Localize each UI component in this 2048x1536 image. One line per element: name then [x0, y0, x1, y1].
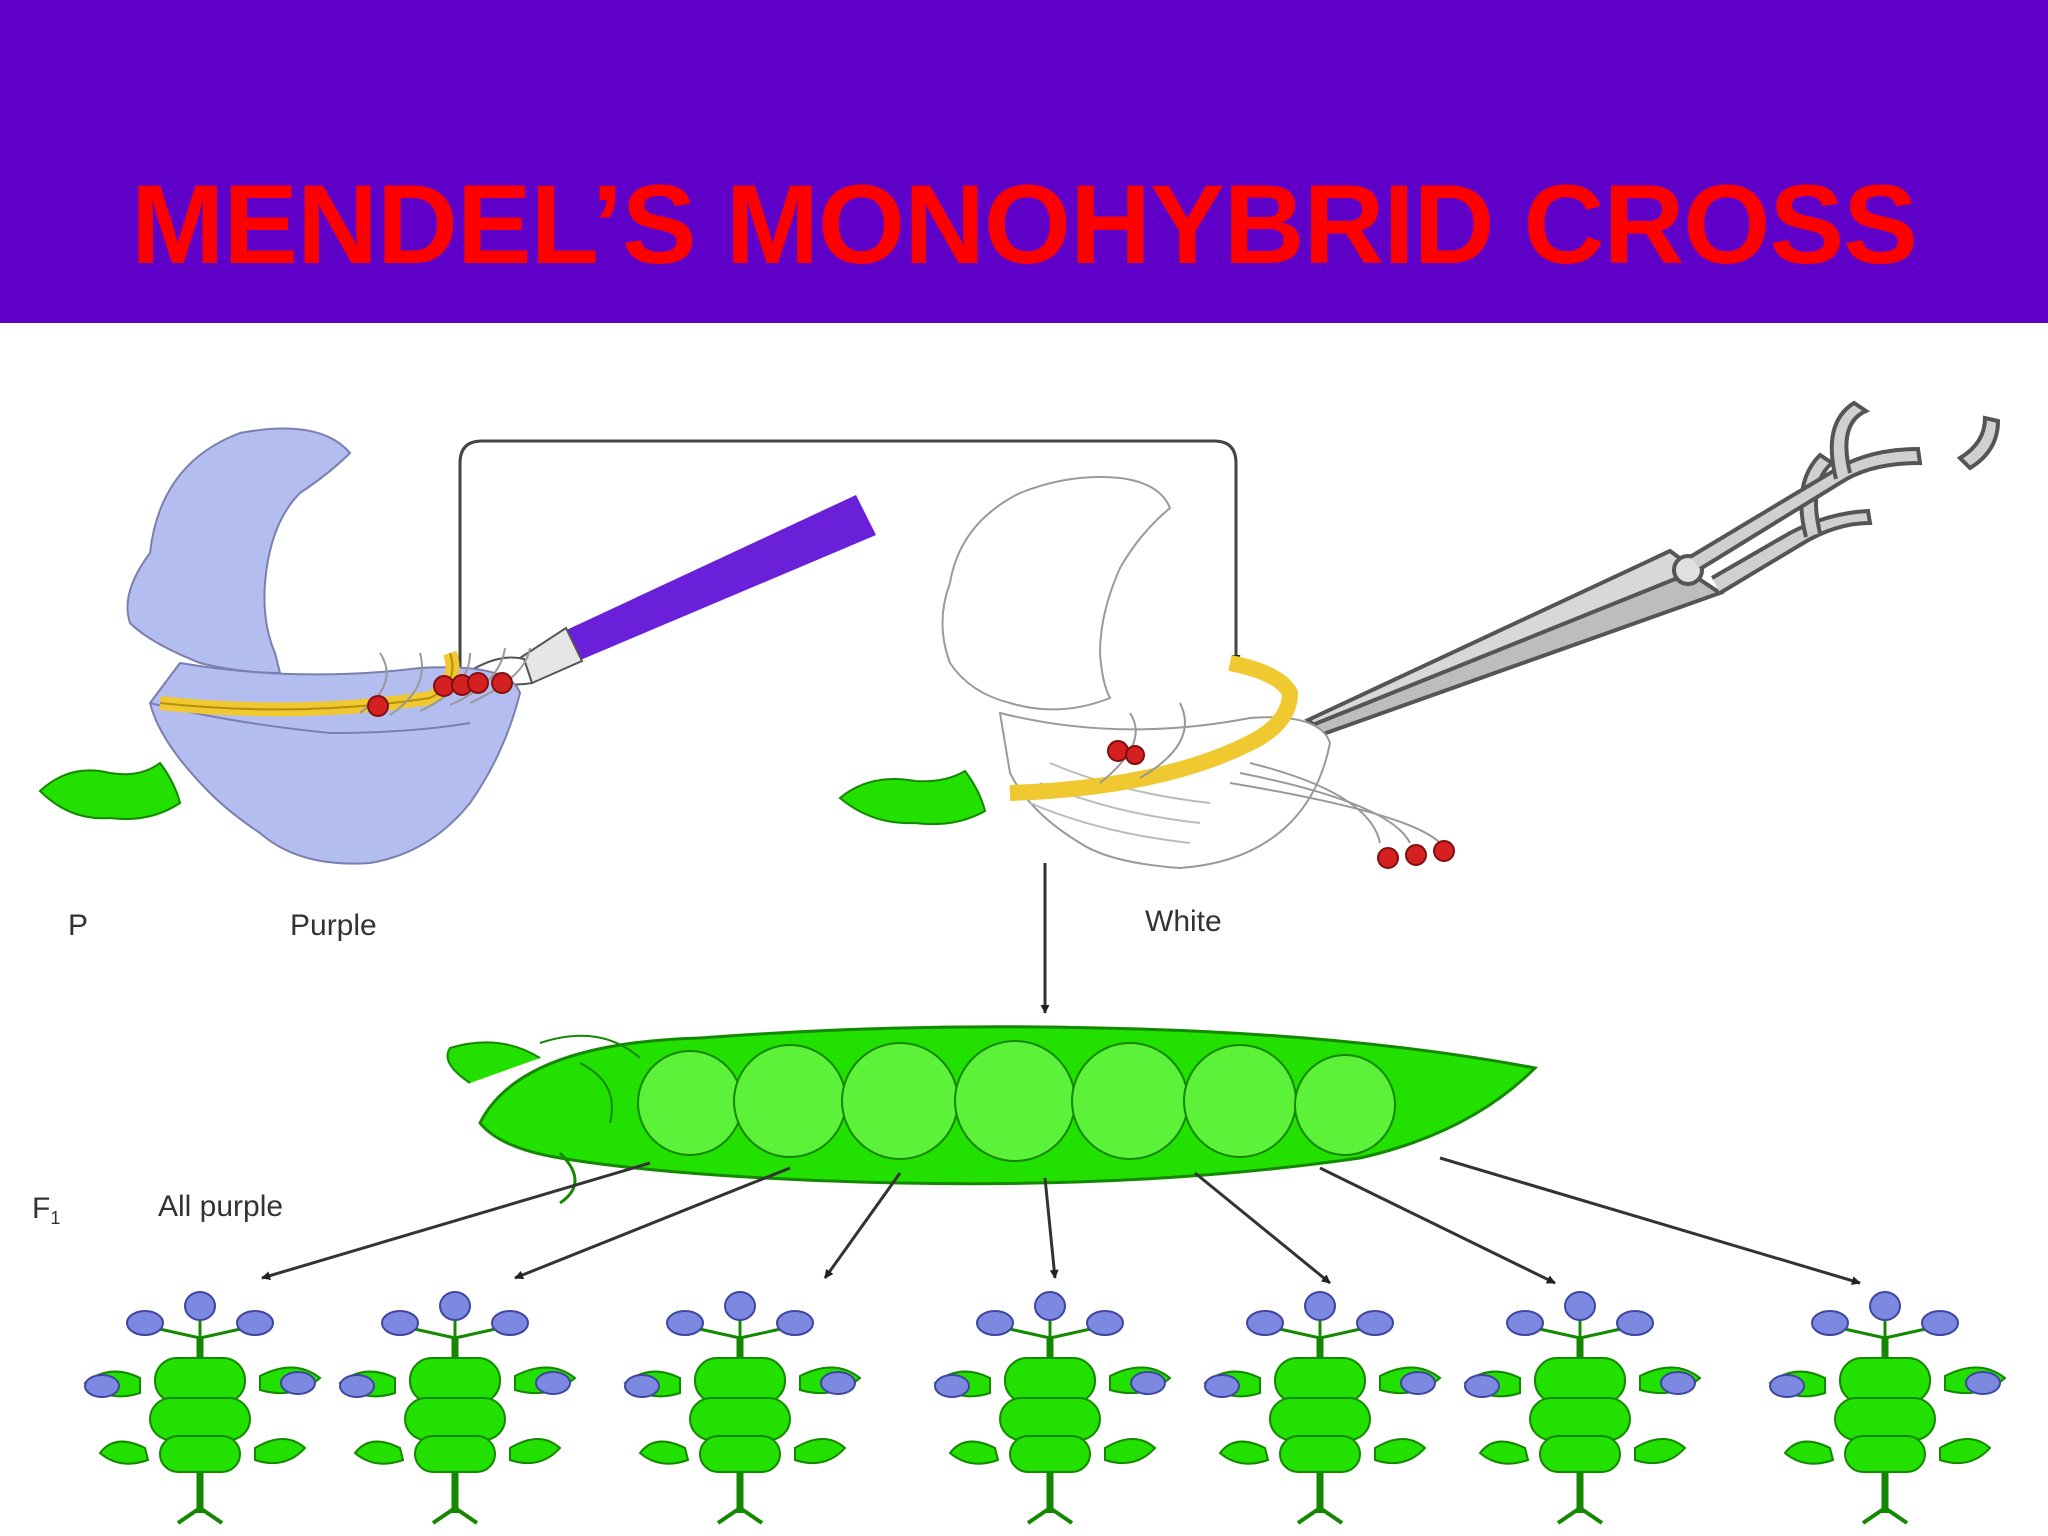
offspring-plant: [1463, 1291, 1702, 1525]
monohybrid-cross-diagram: P Purple White F1 All purple: [32, 400, 2007, 1525]
offspring-arrow: [823, 1172, 902, 1279]
label-p: P: [68, 909, 88, 942]
purple-parent-flower: [38, 427, 531, 865]
offspring-arrow: [261, 1161, 651, 1281]
label-purple: Purple: [290, 909, 377, 942]
offspring-arrow: [1043, 1177, 1059, 1279]
offspring-plant: [933, 1291, 1172, 1525]
label-f1: F1: [32, 1192, 60, 1228]
offspring-plant: [623, 1291, 862, 1525]
offspring-plant: [338, 1291, 577, 1525]
offspring-plant: [83, 1291, 322, 1525]
offspring-arrow: [1439, 1156, 1861, 1286]
label-white: White: [1145, 905, 1222, 938]
offspring-plant: [1203, 1291, 1442, 1525]
label-all-purple: All purple: [158, 1190, 283, 1223]
pea-pod: [446, 1025, 1539, 1205]
pollen-transfer-arrow: [458, 439, 1241, 668]
offspring-arrows: [261, 1156, 1861, 1286]
slide-title: MENDEL’S MONOHYBRID CROSS: [131, 162, 1918, 287]
offspring-arrow: [514, 1166, 791, 1280]
paintbrush-icon: [468, 495, 876, 686]
offspring-arrow: [1319, 1166, 1556, 1285]
offspring-plants: [83, 1291, 2007, 1525]
white-parent-flower: [838, 476, 1455, 870]
title-bar: MENDEL’S MONOHYBRID CROSS: [0, 0, 2048, 323]
offspring-plant: [1768, 1291, 2007, 1525]
scissors-icon: [1301, 400, 2001, 741]
offspring-arrow: [1194, 1171, 1331, 1285]
